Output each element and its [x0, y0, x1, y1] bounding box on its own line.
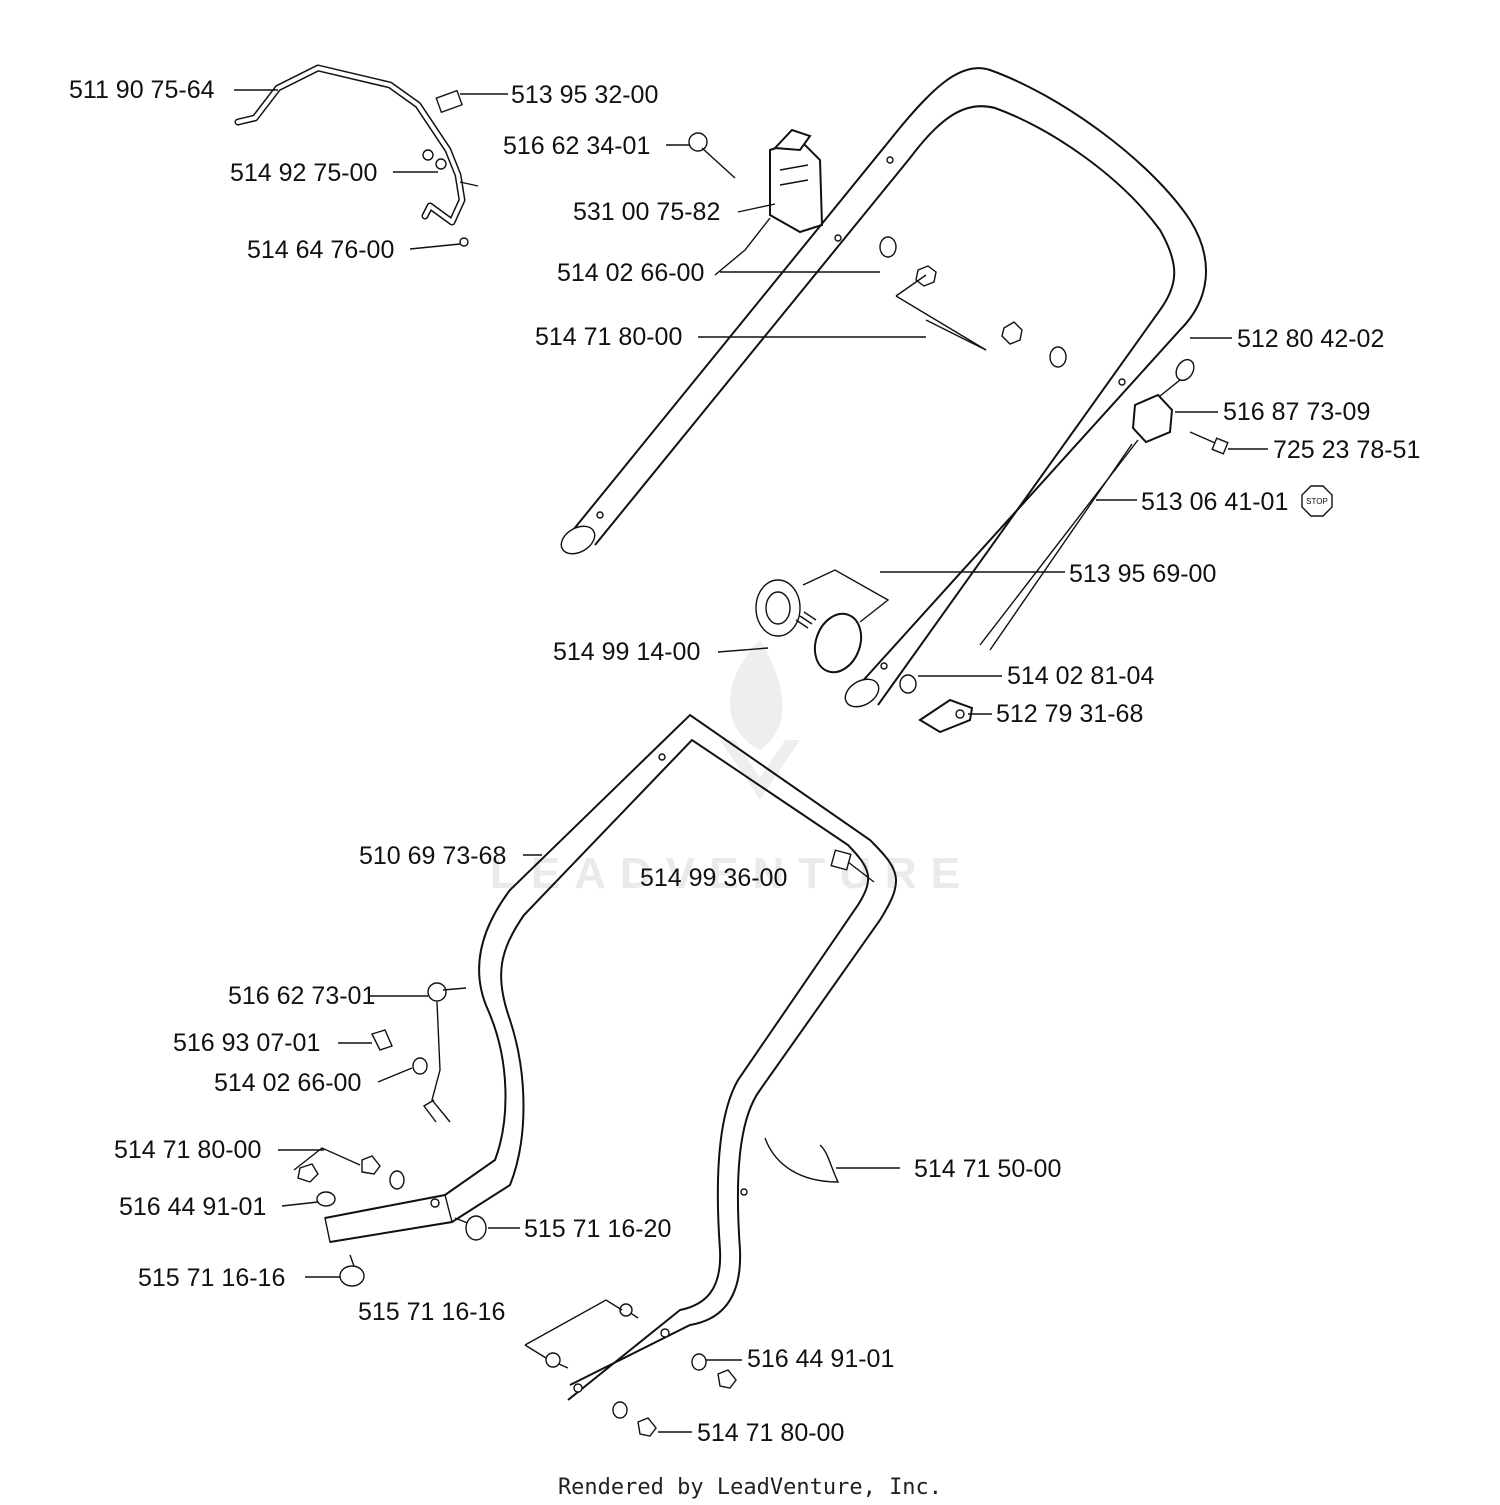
label-516-44-91-01-left: 516 44 91-01	[119, 1193, 266, 1221]
label-510-69-73-68: 510 69 73-68	[359, 842, 506, 870]
watermark-v-icon	[720, 740, 800, 800]
label-511-90-75-64: 511 90 75-64	[69, 76, 215, 104]
label-512-80-42-02: 512 80 42-02	[1237, 325, 1384, 353]
label-515-71-16-20: 515 71 16-20	[524, 1215, 671, 1243]
throttle-control	[688, 128, 824, 276]
label-514-02-66-00-lower: 514 02 66-00	[214, 1069, 361, 1097]
watermark-text: LEADVENTURE	[490, 849, 974, 898]
label-515-71-16-16-right: 515 71 16-16	[358, 1298, 505, 1326]
label-513-95-32-00: 513 95 32-00	[511, 81, 658, 109]
upper-hardware	[755, 236, 1229, 734]
label-725-23-78-51: 725 23 78-51	[1273, 436, 1420, 464]
label-516-87-73-09: 516 87 73-09	[1223, 398, 1370, 426]
label-515-71-16-16-left: 515 71 16-16	[138, 1264, 285, 1292]
label-516-44-91-01-right: 516 44 91-01	[747, 1345, 894, 1373]
label-514-92-75-00: 514 92 75-00	[230, 159, 377, 187]
label-514-71-80-00-bottom: 514 71 80-00	[697, 1419, 844, 1447]
label-514-64-76-00: 514 64 76-00	[247, 236, 394, 264]
label-516-62-73-01: 516 62 73-01	[228, 982, 375, 1010]
label-516-62-34-01: 516 62 34-01	[503, 132, 650, 160]
label-514-99-36-00: 514 99 36-00	[640, 864, 787, 892]
stop-icon: STOP	[1301, 485, 1333, 517]
label-531-00-75-82: 531 00 75-82	[573, 198, 720, 226]
label-513-06-41-01: 513 06 41-01	[1141, 488, 1288, 516]
watermark: LEADVENTURE	[490, 640, 974, 898]
upper-handle	[560, 67, 1207, 708]
lower-handle	[324, 713, 897, 1401]
stop-badge-text: STOP	[1306, 497, 1328, 506]
label-514-99-14-00: 514 99 14-00	[553, 638, 700, 666]
label-514-71-50-00: 514 71 50-00	[914, 1155, 1061, 1183]
label-514-71-80-00-lower: 514 71 80-00	[114, 1136, 261, 1164]
label-513-95-69-00: 513 95 69-00	[1069, 560, 1216, 588]
label-512-79-31-68: 512 79 31-68	[996, 700, 1143, 728]
control-rod-assembly	[234, 64, 479, 247]
label-514-02-81-04: 514 02 81-04	[1007, 662, 1154, 690]
lower-hardware	[293, 849, 875, 1437]
label-514-71-80-00-top: 514 71 80-00	[535, 323, 682, 351]
footer-credit: Rendered by LeadVenture, Inc.	[558, 1475, 942, 1500]
leader-lines	[234, 89, 1268, 1433]
label-516-93-07-01: 516 93 07-01	[173, 1029, 320, 1057]
watermark-flame-icon	[730, 640, 783, 750]
label-514-02-66-00-top: 514 02 66-00	[557, 259, 704, 287]
part-labels: 511 90 75-64 513 95 32-00 516 62 34-01 5…	[69, 76, 1420, 1447]
